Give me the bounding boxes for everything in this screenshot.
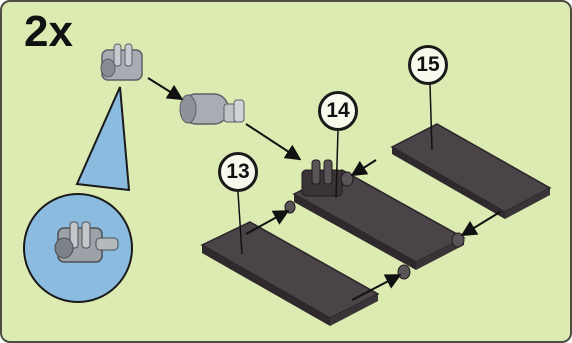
callout-leaders xyxy=(237,83,433,255)
axle-connector-icon xyxy=(179,93,245,125)
connector-piece-icon xyxy=(100,43,143,81)
assembly-arrow-icon xyxy=(147,77,501,301)
part-callout-15: 15 xyxy=(408,45,448,85)
zoom-detail-icon xyxy=(23,86,133,303)
part-callout-13: 13 xyxy=(218,152,258,192)
dark-panel-icon xyxy=(200,123,552,326)
part-callout-14: 14 xyxy=(318,91,358,131)
quantity-label: 2x xyxy=(24,7,73,56)
